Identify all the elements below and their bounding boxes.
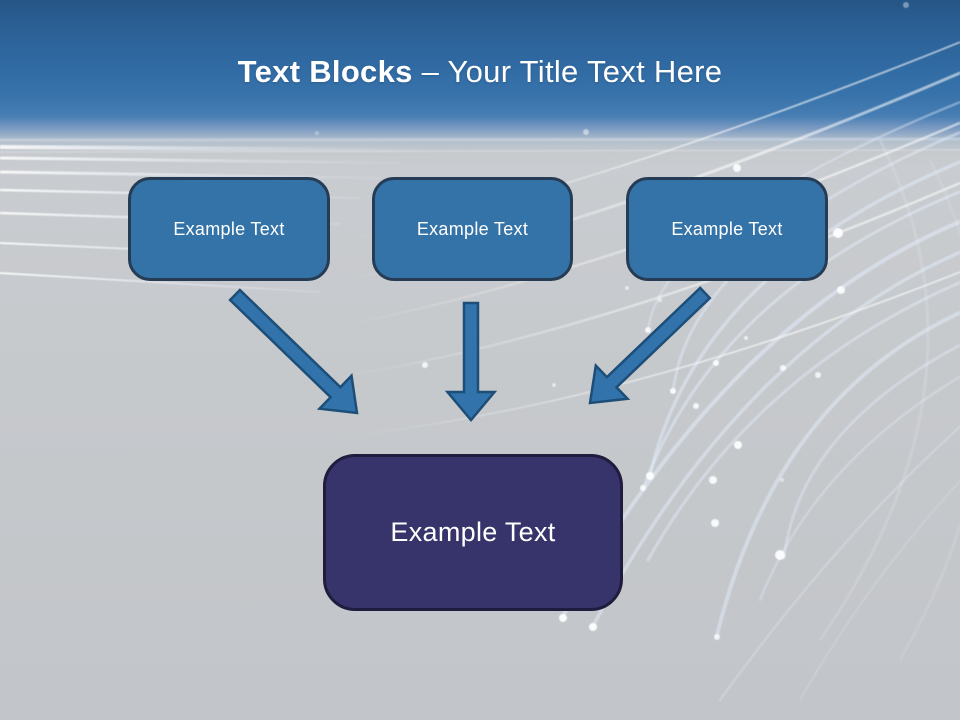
slide-title: Text Blocks – Your Title Text Here xyxy=(0,54,960,90)
text-block-1: Example Text xyxy=(128,177,330,281)
text-block-3: Example Text xyxy=(626,177,828,281)
title-bold-segment: Text Blocks xyxy=(237,54,413,89)
arrow-down-right-icon xyxy=(228,288,359,415)
result-block-label: Example Text xyxy=(390,517,556,547)
text-block-2: Example Text xyxy=(372,177,573,281)
result-block: Example Text xyxy=(323,454,623,611)
text-block-3-label: Example Text xyxy=(671,218,783,239)
text-block-2-label: Example Text xyxy=(416,218,529,239)
arrow-down-icon xyxy=(444,301,498,422)
title-rest-segment: – Your Title Text Here xyxy=(412,54,723,89)
arrow-down-left-icon xyxy=(588,286,712,405)
text-block-1-label: Example Text xyxy=(173,218,285,239)
